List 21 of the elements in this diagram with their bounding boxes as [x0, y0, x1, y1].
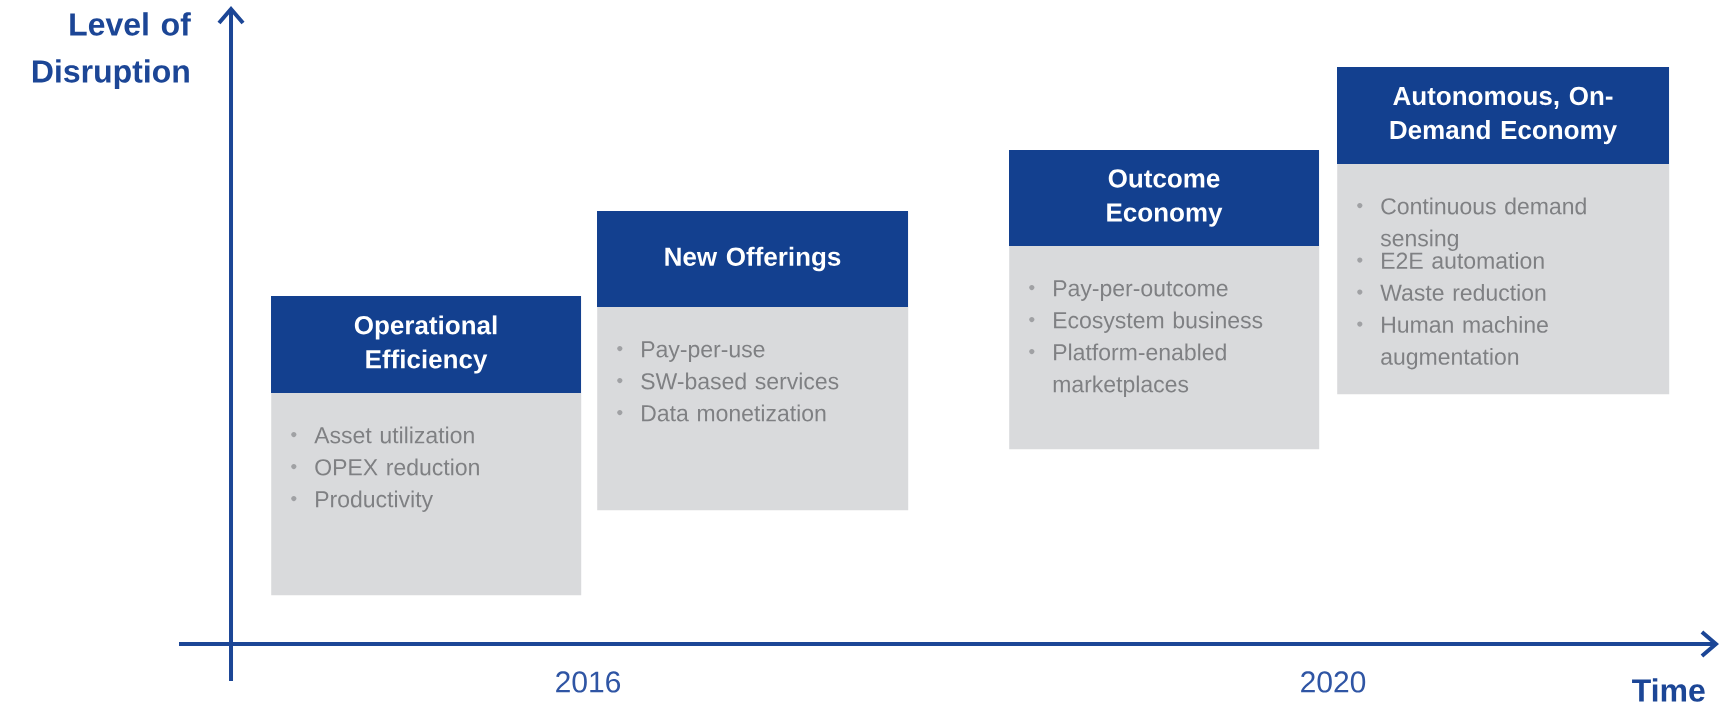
bullet-item: E2E automation	[1382, 251, 1544, 269]
stage-heading: New Offerings	[665, 246, 841, 272]
year-label: 2016	[556, 671, 621, 693]
axis-label: Time	[1632, 678, 1705, 702]
bullet-item: Human machine augmentation	[1381, 315, 1548, 370]
year-label: 2020	[1301, 671, 1366, 693]
stage-heading: Operational Efficiency	[354, 315, 497, 374]
bullet-item: Data monetization	[642, 404, 826, 422]
bullet-item: OPEX reduction	[315, 458, 479, 476]
bullet-item: Ecosystem business	[1054, 311, 1263, 333]
bullet-item: Platform-enabled marketplaces	[1053, 343, 1226, 397]
bullet-item: Waste reduction	[1380, 283, 1546, 301]
bullet-item: Pay-per-use	[642, 341, 765, 362]
bullet-item: Productivity	[316, 490, 434, 512]
stage-heading: Outcome Economy	[1107, 169, 1223, 227]
axis-label: Level of Disruption	[32, 12, 191, 89]
bullet-item: Pay-per-outcome	[1054, 280, 1228, 301]
bullet-item: Asset utilization	[314, 426, 474, 444]
stage-heading: Autonomous, On-Demand Economy	[1390, 86, 1617, 145]
bullet-item: Continuous demand sensing	[1380, 197, 1586, 251]
bullet-item: SW-based services	[641, 372, 839, 390]
